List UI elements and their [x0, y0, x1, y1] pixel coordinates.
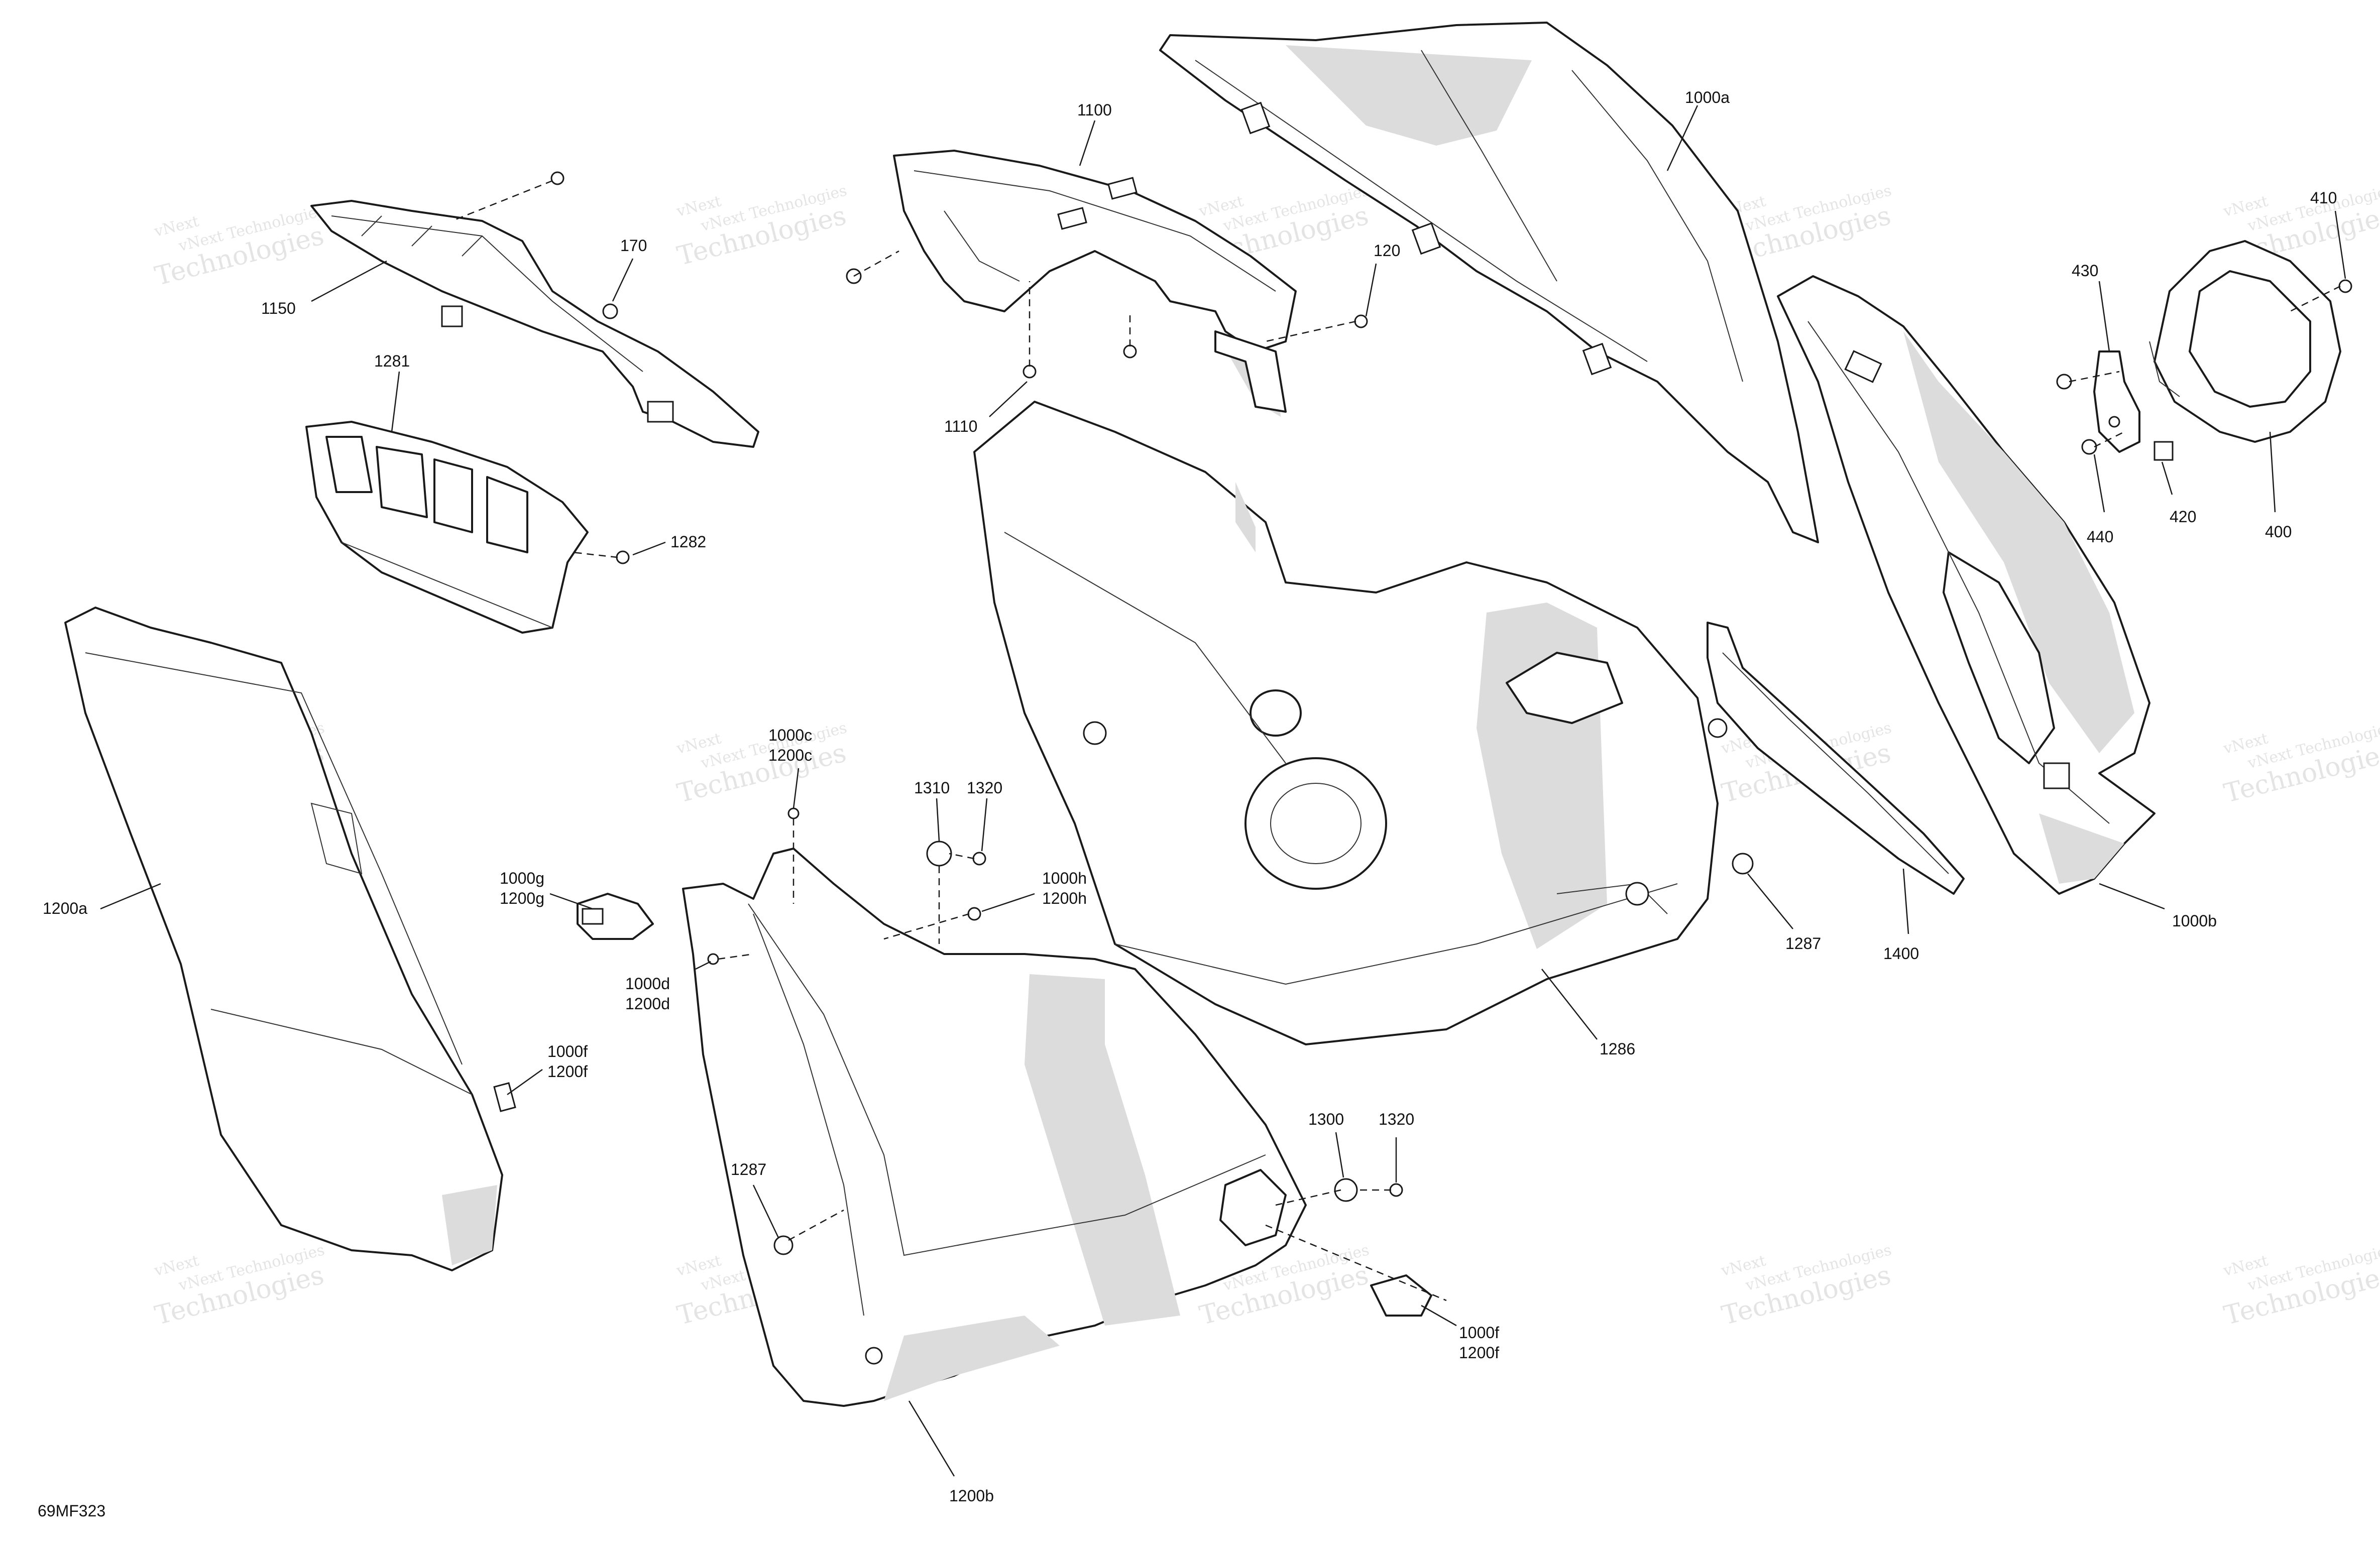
screw-410 — [2338, 279, 2352, 293]
callout-1310: 1310 — [914, 779, 950, 797]
part-1281 — [305, 421, 589, 634]
callout-1150: 1150 — [261, 299, 296, 317]
screw-1000h — [967, 907, 981, 921]
screw-170 — [602, 303, 618, 319]
screw-1320-lower — [1389, 1183, 1403, 1197]
grommet-1287-lower — [773, 1235, 794, 1255]
nut-440-a — [2056, 374, 2072, 390]
callout-1400: 1400 — [1883, 944, 1919, 963]
part-1150 — [310, 200, 759, 448]
callout-1000c: 1000c — [768, 726, 812, 744]
callout-1320-lower: 1320 — [1379, 1110, 1414, 1128]
watermark: vNext vNext Technologies Technologies — [2221, 1241, 2380, 1331]
callout-1000b: 1000b — [2172, 912, 2217, 930]
callout-1281: 1281 — [374, 352, 410, 370]
watermark: vNext vNext Technologies Technologies — [1719, 1241, 1894, 1331]
callout-1200c: 1200c — [768, 746, 812, 764]
grommet-1287-upper — [1708, 718, 1728, 738]
callout-1200h: 1200h — [1042, 889, 1087, 907]
fastener-1300 — [1334, 1178, 1358, 1202]
callout-1000g: 1000g — [500, 869, 544, 887]
part-1000a — [1159, 22, 1819, 543]
screw-1000c — [787, 807, 800, 819]
watermark: vNext vNext Technologies Technologies — [152, 202, 327, 292]
part-1200a — [64, 607, 503, 1271]
part-1100 — [893, 150, 1297, 417]
part-1400 — [1707, 622, 1965, 895]
leader-lines — [100, 105, 2346, 1477]
callout-1282: 1282 — [670, 533, 706, 551]
part-1000b — [1777, 275, 2156, 895]
part-1000g — [577, 893, 654, 940]
watermark: vNext vNext Technologies Technologies — [674, 182, 849, 272]
screw-1282 — [616, 550, 630, 564]
callout-1200f-right: 1200f — [1459, 1344, 1499, 1362]
callout-1320-upper: 1320 — [967, 779, 1002, 797]
callout-1287-right: 1287 — [1785, 934, 1821, 953]
watermark: vNext vNext Technologies Technologies — [2221, 719, 2380, 809]
grommet-1287-right — [1732, 853, 1754, 875]
callout-1200b: 1200b — [949, 1487, 994, 1505]
screw-1150-top — [550, 171, 564, 185]
callout-400: 400 — [2265, 523, 2292, 541]
part-1200b — [682, 848, 1307, 1407]
part-1286 — [973, 401, 1719, 1045]
part-430 — [2093, 350, 2140, 453]
screw-1320-upper — [972, 852, 986, 866]
nut-440-b — [2081, 439, 2097, 455]
callout-1200d: 1200d — [625, 995, 670, 1013]
callout-1200g: 1200g — [500, 889, 544, 907]
drawing-code: 69MF323 — [38, 1502, 105, 1520]
callout-labels: 1000a 1100 1150 170 120 1110 410 430 128… — [43, 88, 2337, 1505]
callout-1000h: 1000h — [1042, 869, 1087, 887]
fasteners — [550, 171, 2352, 1255]
callout-1000f-right: 1000f — [1459, 1324, 1499, 1342]
callout-120: 120 — [1374, 242, 1400, 260]
callout-1200a: 1200a — [43, 899, 87, 917]
watermark: vNext vNext Technologies Technologies — [152, 1241, 327, 1331]
part-1000f-right — [1370, 1274, 1432, 1317]
callout-170: 170 — [620, 236, 647, 255]
screw-1110 — [1023, 365, 1037, 379]
part-1000f-left — [493, 1082, 516, 1112]
clip-420 — [2154, 441, 2174, 461]
callout-1287-lower: 1287 — [731, 1160, 766, 1178]
fastener-1310 — [926, 841, 952, 867]
callout-440: 440 — [2087, 528, 2113, 546]
callout-1286: 1286 — [1600, 1040, 1635, 1058]
callout-1000d: 1000d — [625, 975, 670, 993]
callout-1200f-left: 1200f — [547, 1062, 588, 1081]
callout-410: 410 — [2310, 189, 2337, 207]
callout-1110: 1110 — [944, 417, 977, 435]
callout-1000a: 1000a — [1685, 88, 1730, 106]
screw-1100-low — [1123, 344, 1137, 359]
callout-420: 420 — [2170, 508, 2196, 526]
part-400 — [2149, 240, 2341, 443]
assembly-lines — [451, 180, 2341, 1301]
callout-1100: 1100 — [1077, 101, 1112, 119]
callout-1000f-left: 1000f — [547, 1042, 588, 1060]
callout-1300: 1300 — [1308, 1110, 1344, 1128]
screw-120 — [1354, 314, 1368, 328]
callout-430: 430 — [2072, 262, 2098, 280]
watermark: vNext vNext Technologies Technologies — [674, 719, 849, 809]
